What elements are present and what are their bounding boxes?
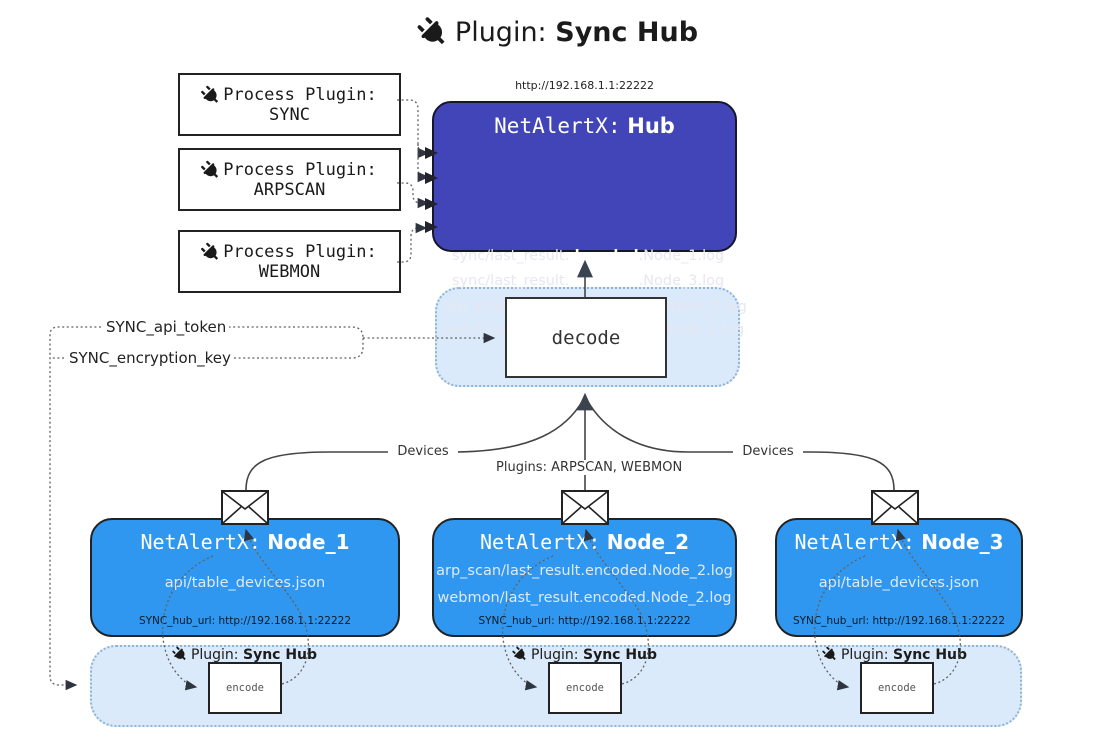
encode-box: encode — [208, 662, 282, 714]
hub-url-label: http://192.168.1.1:22222 — [515, 79, 654, 92]
node-file: api/table_devices.json — [818, 575, 980, 591]
envelope-icon — [221, 490, 269, 525]
node-title: NetAlertX: Node_1 — [140, 530, 350, 554]
node-file: webmon/last_result.encoded.Node_2.log — [437, 590, 732, 606]
plug-icon — [512, 646, 526, 661]
edge-sync-to-log2 — [417, 144, 430, 183]
page-title: Plugin: Sync Hub — [0, 16, 1117, 48]
node-title: NetAlertX: Node_2 — [479, 530, 690, 554]
node-title: NetAlertX: Node_3 — [794, 530, 1004, 554]
edge-token-left-down — [49, 326, 101, 691]
encoder-plugin-label: Plugin: Sync Hub — [485, 646, 685, 663]
encode-box: encode — [860, 662, 934, 714]
encode-box: encode — [548, 662, 622, 714]
process-plugin-webmon: Process Plugin: WEBMON — [178, 230, 401, 293]
plug-icon — [201, 85, 219, 103]
encoder-plugin-label: Plugin: Sync Hub — [795, 646, 995, 663]
devices-left-label: Devices — [388, 444, 458, 459]
hub-log-line: sync/last_result.decoded.Node_3.log — [452, 273, 725, 289]
plug-icon — [172, 646, 186, 661]
plugins-mid-label: Plugins: ARPSCAN, WEBMON — [493, 460, 683, 475]
process-plugin-sync: Process Plugin: SYNC — [178, 73, 401, 136]
envelope-icon — [561, 490, 609, 525]
process-plugin-arpscan: Process Plugin: ARPSCAN — [178, 148, 401, 211]
node-3-box: NetAlertX: Node_3 api/table_devices.json… — [775, 518, 1023, 637]
devices-right-label: Devices — [733, 444, 803, 459]
hub-title-prefix: NetAlertX: — [494, 114, 621, 138]
process-plugin-label: Process Plugin: — [223, 159, 377, 180]
hub-box: NetAlertX: Hub sync/last_result.decoded.… — [432, 101, 747, 338]
hub-log-line: sync/last_result.decoded.Node_1.log — [452, 248, 725, 264]
envelope-icon — [871, 490, 919, 525]
edge-sync-to-log1 — [397, 99, 430, 159]
node-2-box: NetAlertX: Node_2 arp_scan/last_result.e… — [432, 518, 737, 637]
edge-token-right — [224, 326, 364, 339]
hub-title: NetAlertX: Hub — [434, 114, 735, 138]
node-hub-url: SYNC_hub_url: http://192.168.1.1:22222 — [792, 615, 1006, 627]
decode-box: decode — [505, 297, 667, 378]
node-hub-url: SYNC_hub_url: http://192.168.1.1:22222 — [138, 615, 352, 627]
node-1-box: NetAlertX: Node_1 api/table_devices.json… — [90, 518, 400, 637]
edge-arpscan-to-log3 — [397, 182, 430, 209]
plug-icon — [201, 242, 219, 260]
edge-webmon-to-log4 — [397, 222, 428, 263]
process-plugin-name: WEBMON — [258, 261, 321, 282]
edge-key-right — [234, 338, 364, 359]
node-file: arp_scan/last_result.encoded.Node_2.log — [436, 563, 733, 579]
process-plugin-label: Process Plugin: — [223, 84, 377, 105]
process-plugin-label: Process Plugin: — [223, 241, 377, 262]
encoder-plugin-label: Plugin: Sync Hub — [145, 646, 345, 663]
plug-icon — [201, 160, 219, 178]
node-file: api/table_devices.json — [164, 575, 326, 591]
plug-icon — [822, 646, 836, 661]
process-plugin-name: ARPSCAN — [253, 179, 326, 200]
hub-title-name: Hub — [627, 114, 675, 138]
sync-encryption-key-label: SYNC_encryption_key — [66, 349, 234, 367]
process-plugin-name: SYNC — [269, 104, 310, 125]
title-name: Sync Hub — [555, 17, 699, 48]
sync-api-token-label: SYNC_api_token — [103, 318, 230, 336]
node-hub-url: SYNC_hub_url: http://192.168.1.1:22222 — [478, 615, 691, 627]
plug-icon — [417, 17, 445, 45]
title-prefix: Plugin: — [454, 17, 547, 48]
